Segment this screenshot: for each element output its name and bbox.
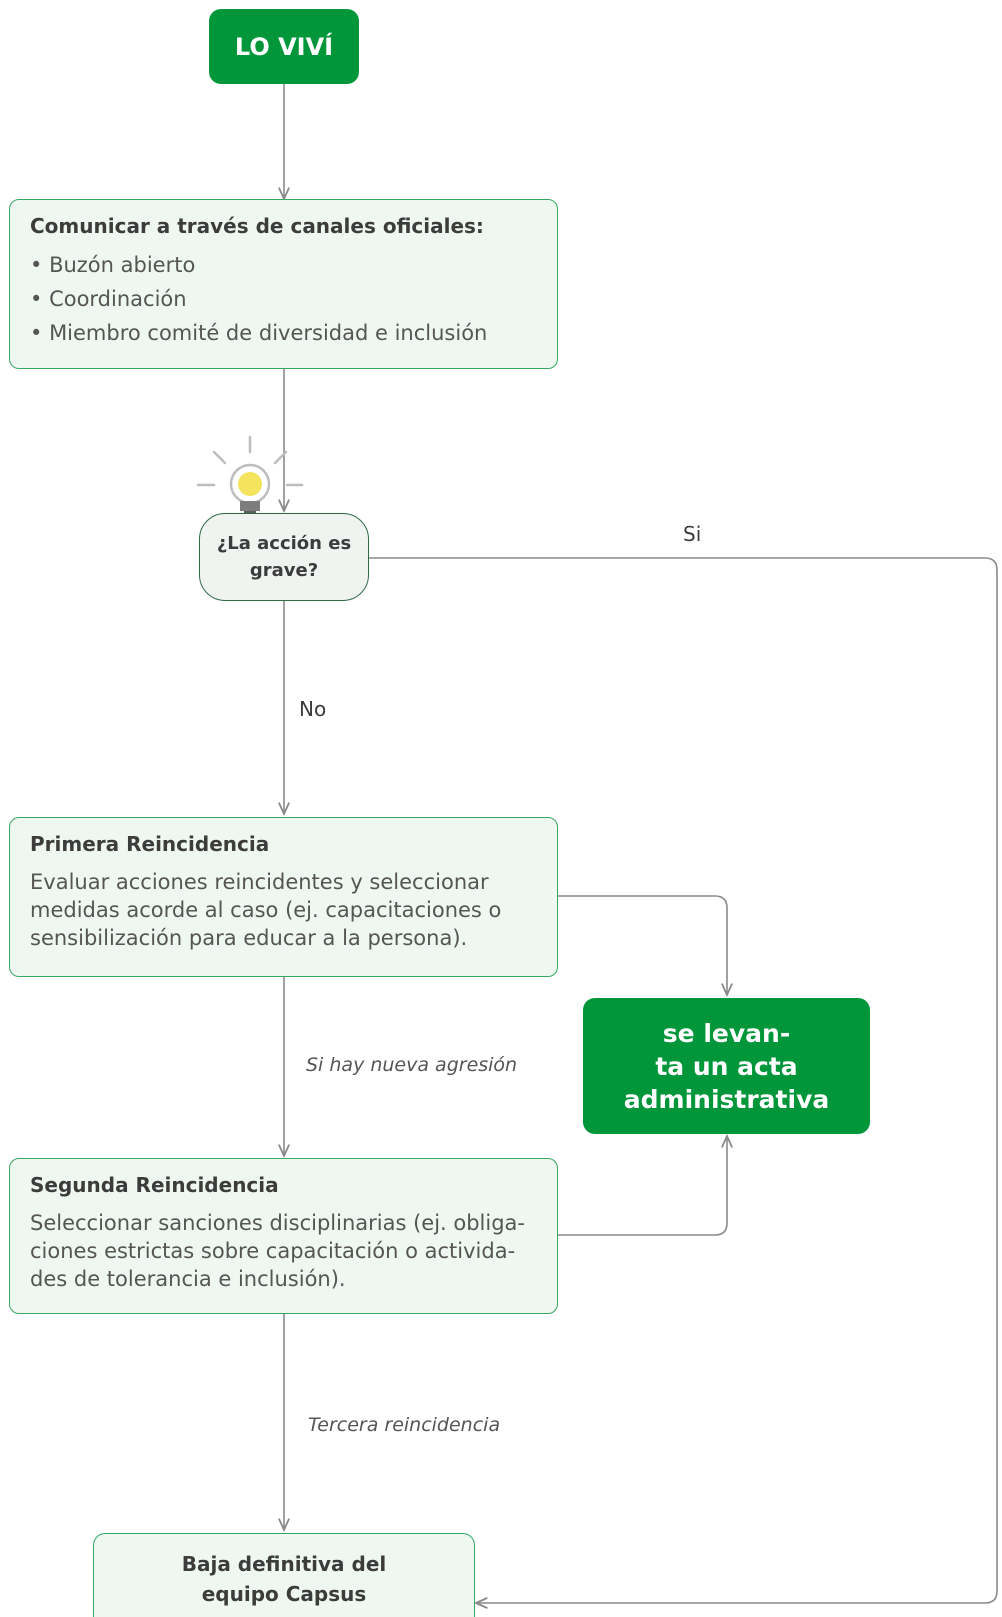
decision-line-1: ¿La acción es [216,533,352,554]
second-recurrence-title: Segunda Reincidencia [30,1173,279,1197]
first-recurrence-title: Primera Reincidencia [30,832,270,856]
final-line-1: Baja definitiva del [181,1551,387,1576]
start-label: LO VIVÍ [234,32,334,61]
first-line: sensibilización para educar a la persona… [30,926,468,950]
lightbulb-icon [196,435,304,516]
second-recurrence-box: Segunda Reincidencia Seleccionar sancion… [9,1158,558,1314]
admin-act-node: se levan- ta un acta administrativa [583,998,870,1134]
act-line: ta un acta [655,1051,798,1081]
decision-line-2: grave? [249,560,319,581]
decision-node: ¿La acción es grave? [199,513,369,601]
second-line: ciones estrictas sobre capacitación o ac… [30,1239,516,1263]
final-node: Baja definitiva del equipo Capsus [93,1533,475,1617]
communicate-box: Comunicar a través de canales oficiales:… [9,199,558,369]
channel-list: Buzón abierto Coordinación Miembro comit… [30,248,557,350]
channel-item: Coordinación [30,282,557,316]
edge-first-to-act [558,895,727,995]
final-line-2: equipo Capsus [201,1581,367,1606]
first-line: medidas acorde al caso (ej. capacitacion… [30,898,502,922]
communicate-title: Comunicar a través de canales oficiales: [30,214,484,238]
edge-label-third: Tercera reincidencia [308,1414,501,1436]
start-node: LO VIVÍ [209,9,359,84]
channel-item: Miembro comité de diversidad e inclusión [30,316,557,350]
act-line: administrativa [623,1084,830,1114]
edge-label-no: No [299,697,327,721]
edge-label-new-aggression: Si hay nueva agresión [306,1054,518,1076]
second-line: des de tolerancia e inclusión). [30,1267,346,1291]
edge-label-yes: Si [683,522,702,546]
edge-second-to-act [558,1136,727,1236]
channel-item: Buzón abierto [30,248,557,282]
edge-decision-yes [368,557,998,1603]
first-recurrence-box: Primera Reincidencia Evaluar acciones re… [9,817,558,977]
second-line: Seleccionar sanciones disciplinarias (ej… [30,1211,525,1235]
act-line: se levan- [662,1018,791,1048]
first-line: Evaluar acciones reincidentes y seleccio… [30,870,489,894]
